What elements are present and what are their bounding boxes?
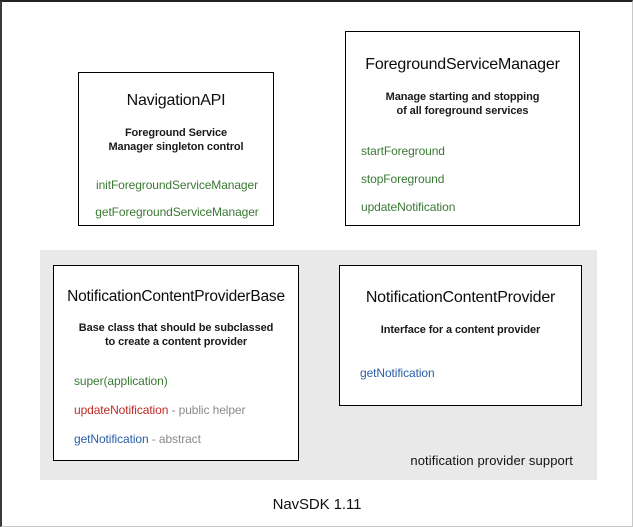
member-item: stopForeground bbox=[361, 172, 579, 186]
footer-caption: NavSDK 1.11 bbox=[272, 496, 362, 513]
member-item: super(application) bbox=[74, 374, 298, 388]
class-title-foreground-service-manager: ForegroundServiceManager bbox=[365, 56, 560, 73]
class-description-line-2: to create a content provider bbox=[104, 336, 248, 348]
member-name: stopForeground bbox=[361, 172, 445, 186]
member-name: getForegroundServiceManager bbox=[95, 205, 259, 219]
class-description-line-2: Manager singleton control bbox=[108, 141, 244, 153]
member-note: - public helper bbox=[168, 403, 246, 417]
class-title-notification-content-provider-base: NotificationContentProviderBase bbox=[67, 288, 285, 305]
class-box-foreground-service-manager: ForegroundServiceManager Manage starting… bbox=[345, 31, 580, 226]
member-name: updateNotification bbox=[361, 200, 456, 214]
member-list-foreground-service-manager: startForeground stopForeground updateNot… bbox=[346, 144, 579, 214]
member-item: getNotification bbox=[360, 366, 581, 380]
member-item: getNotification - abstract bbox=[74, 432, 298, 446]
member-item: getForegroundServiceManager bbox=[91, 205, 273, 219]
class-description-notification-content-provider-base: Base class that should be subclassed to … bbox=[54, 321, 298, 349]
member-name: getNotification bbox=[360, 366, 435, 380]
class-title-notification-content-provider: NotificationContentProvider bbox=[365, 289, 556, 306]
class-description-line-1: Manage starting and stopping bbox=[385, 91, 540, 103]
member-name: updateNotification bbox=[74, 403, 169, 417]
member-list-navigation-api: initForegroundServiceManager getForegrou… bbox=[79, 178, 273, 219]
class-description-notification-content-provider: Interface for a content provider bbox=[340, 323, 581, 337]
member-item: initForegroundServiceManager bbox=[91, 178, 273, 192]
member-item: updateNotification bbox=[361, 200, 579, 214]
class-description-line-1: Foreground Service bbox=[124, 127, 228, 139]
group-panel-label: notification provider support bbox=[410, 453, 573, 468]
member-name: getNotification bbox=[74, 432, 149, 446]
class-description-line-1: Interface for a content provider bbox=[380, 324, 541, 336]
member-note: - abstract bbox=[148, 432, 201, 446]
member-name: super(application) bbox=[74, 374, 168, 388]
class-description-line-1: Base class that should be subclassed bbox=[78, 322, 274, 334]
class-box-notification-content-provider-base: NotificationContentProviderBase Base cla… bbox=[53, 265, 299, 461]
class-box-navigation-api: NavigationAPI Foreground Service Manager… bbox=[78, 72, 274, 226]
class-title-navigation-api: NavigationAPI bbox=[126, 92, 226, 109]
member-name: startForeground bbox=[361, 144, 445, 158]
class-description-line-2: of all foreground services bbox=[396, 105, 529, 117]
class-description-navigation-api: Foreground Service Manager singleton con… bbox=[79, 126, 273, 154]
class-box-notification-content-provider: NotificationContentProvider Interface fo… bbox=[339, 265, 582, 406]
member-item: startForeground bbox=[361, 144, 579, 158]
member-name: initForegroundServiceManager bbox=[96, 178, 258, 192]
member-item: updateNotification - public helper bbox=[74, 403, 298, 417]
class-description-foreground-service-manager: Manage starting and stopping of all fore… bbox=[346, 90, 579, 118]
member-list-notification-content-provider: getNotification bbox=[340, 366, 581, 380]
member-list-notification-content-provider-base: super(application) updateNotification - … bbox=[54, 374, 298, 446]
